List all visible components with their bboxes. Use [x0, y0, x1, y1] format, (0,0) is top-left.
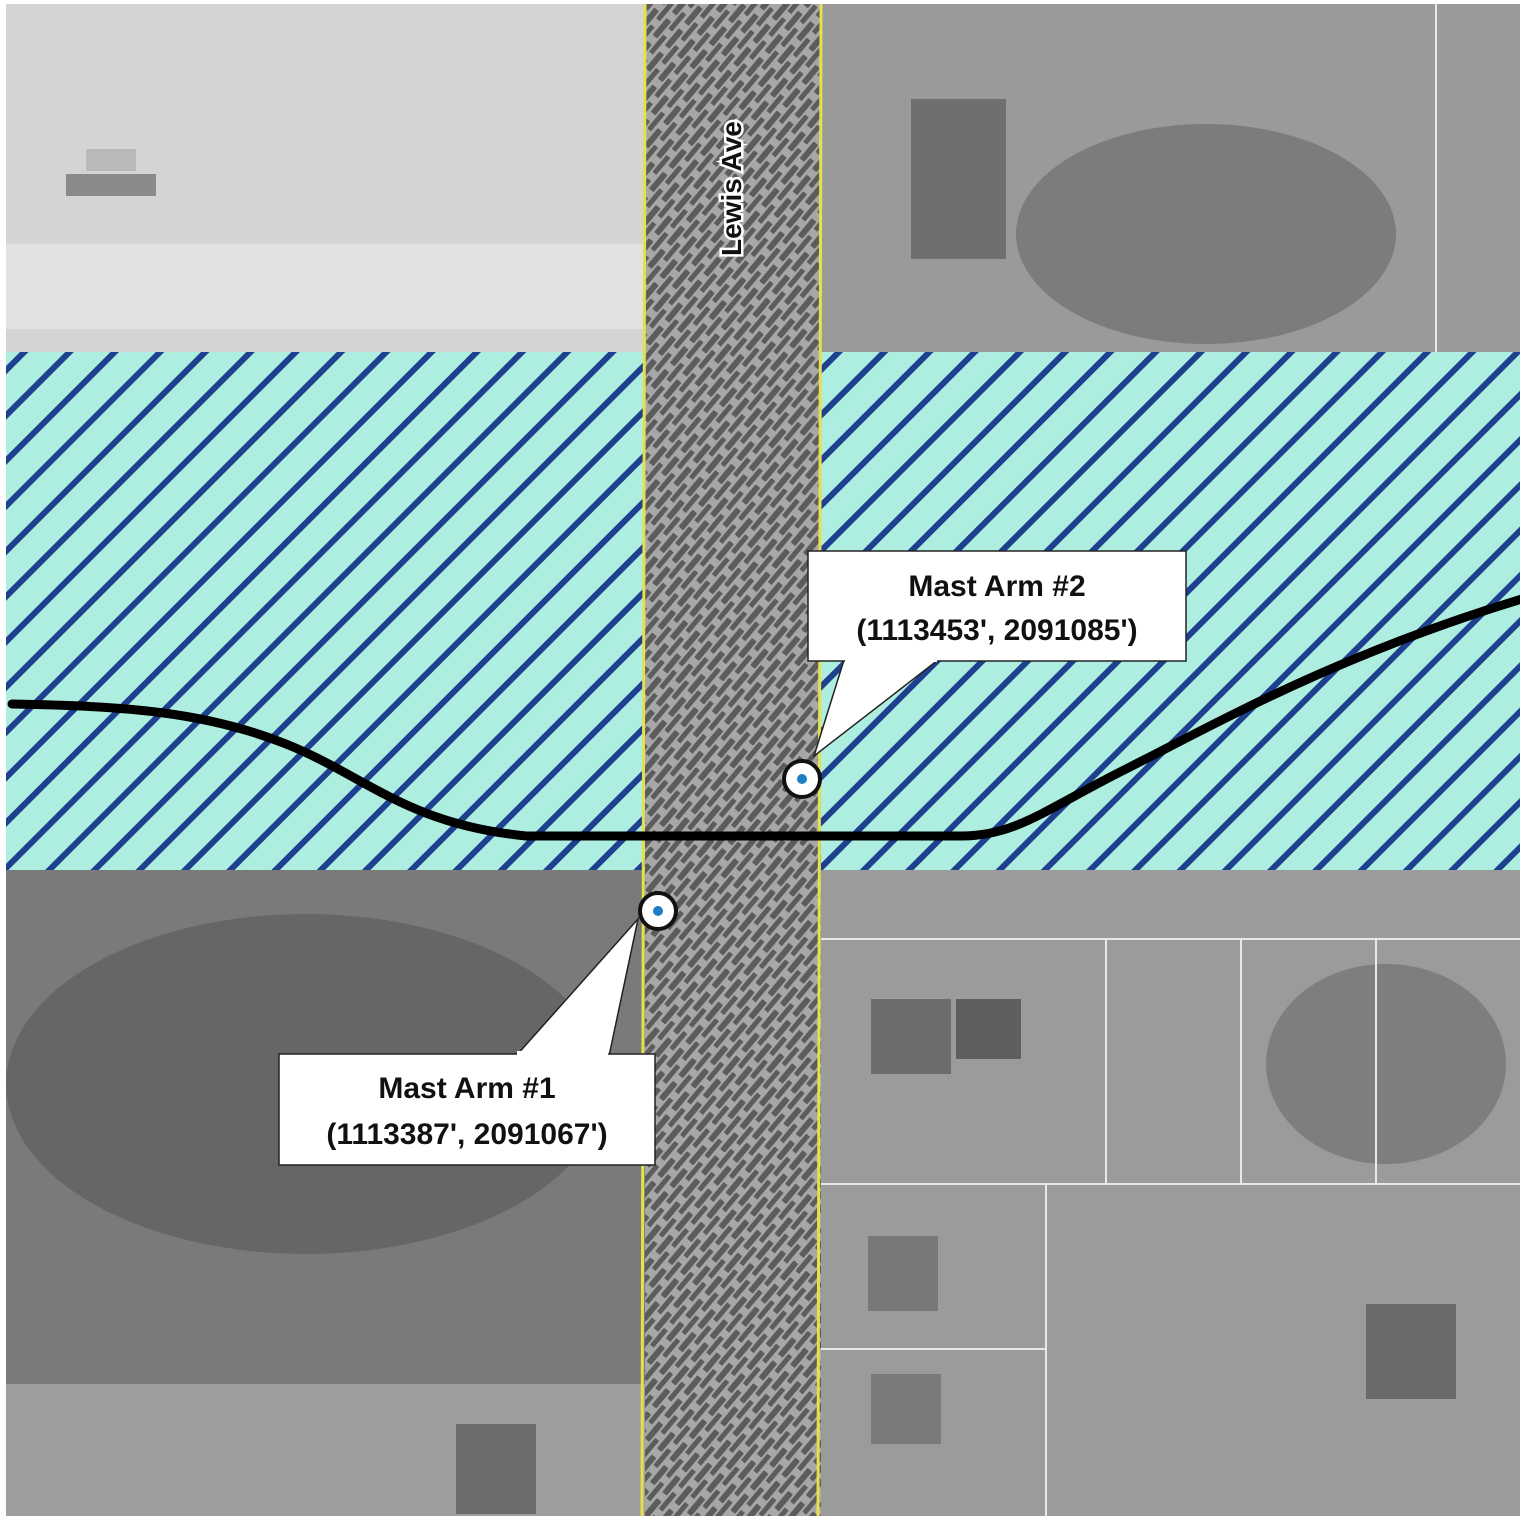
- southwest-house: [456, 1424, 536, 1514]
- callout-box: [278, 1053, 656, 1166]
- row-boundary-east: [816, 4, 823, 1516]
- frontage-road: [6, 244, 646, 329]
- southeast-house-1: [871, 999, 951, 1074]
- parcel-lines: [821, 4, 1520, 1516]
- callout-box: [807, 550, 1187, 662]
- map-canvas[interactable]: Lewis Ave Mast Arm #2 (1113453', 2091085…: [6, 4, 1520, 1516]
- aerial-imagery: [6, 4, 1520, 1516]
- marker-coords: (1113387', 2091067'): [326, 1118, 607, 1151]
- northeast-trees: [1016, 124, 1396, 344]
- right-of-way[interactable]: [640, 4, 823, 1516]
- map-frame[interactable]: Lewis Ave Mast Arm #2 (1113453', 2091085…: [6, 4, 1520, 1516]
- lot-building: [66, 174, 156, 196]
- southeast-house-4: [871, 1374, 941, 1444]
- target-point-icon[interactable]: [638, 891, 678, 931]
- street-label: Lewis Ave: [716, 121, 747, 256]
- marker-title: Mast Arm #2: [908, 570, 1085, 603]
- northeast-house: [911, 99, 1006, 259]
- lot-building-roof: [86, 149, 136, 171]
- southwest-lots: [6, 1384, 646, 1516]
- callout-mast-arm-1[interactable]: Mast Arm #1 (1113387', 2091067'): [278, 916, 656, 1166]
- southeast-house-3: [868, 1236, 938, 1311]
- southeast-trees: [1266, 964, 1506, 1164]
- marker-coords: (1113453', 2091085'): [856, 614, 1137, 647]
- southeast-house-2: [956, 999, 1021, 1059]
- route-line[interactable]: [7, 594, 1520, 841]
- row-boundary-west: [640, 4, 647, 1516]
- target-point-icon[interactable]: [782, 759, 822, 799]
- callout-mast-arm-2[interactable]: Mast Arm #2 (1113453', 2091085'): [807, 550, 1187, 759]
- marker-title: Mast Arm #1: [378, 1072, 555, 1105]
- cul-de-sac-house: [1366, 1304, 1456, 1399]
- road-corridor: [645, 4, 821, 1516]
